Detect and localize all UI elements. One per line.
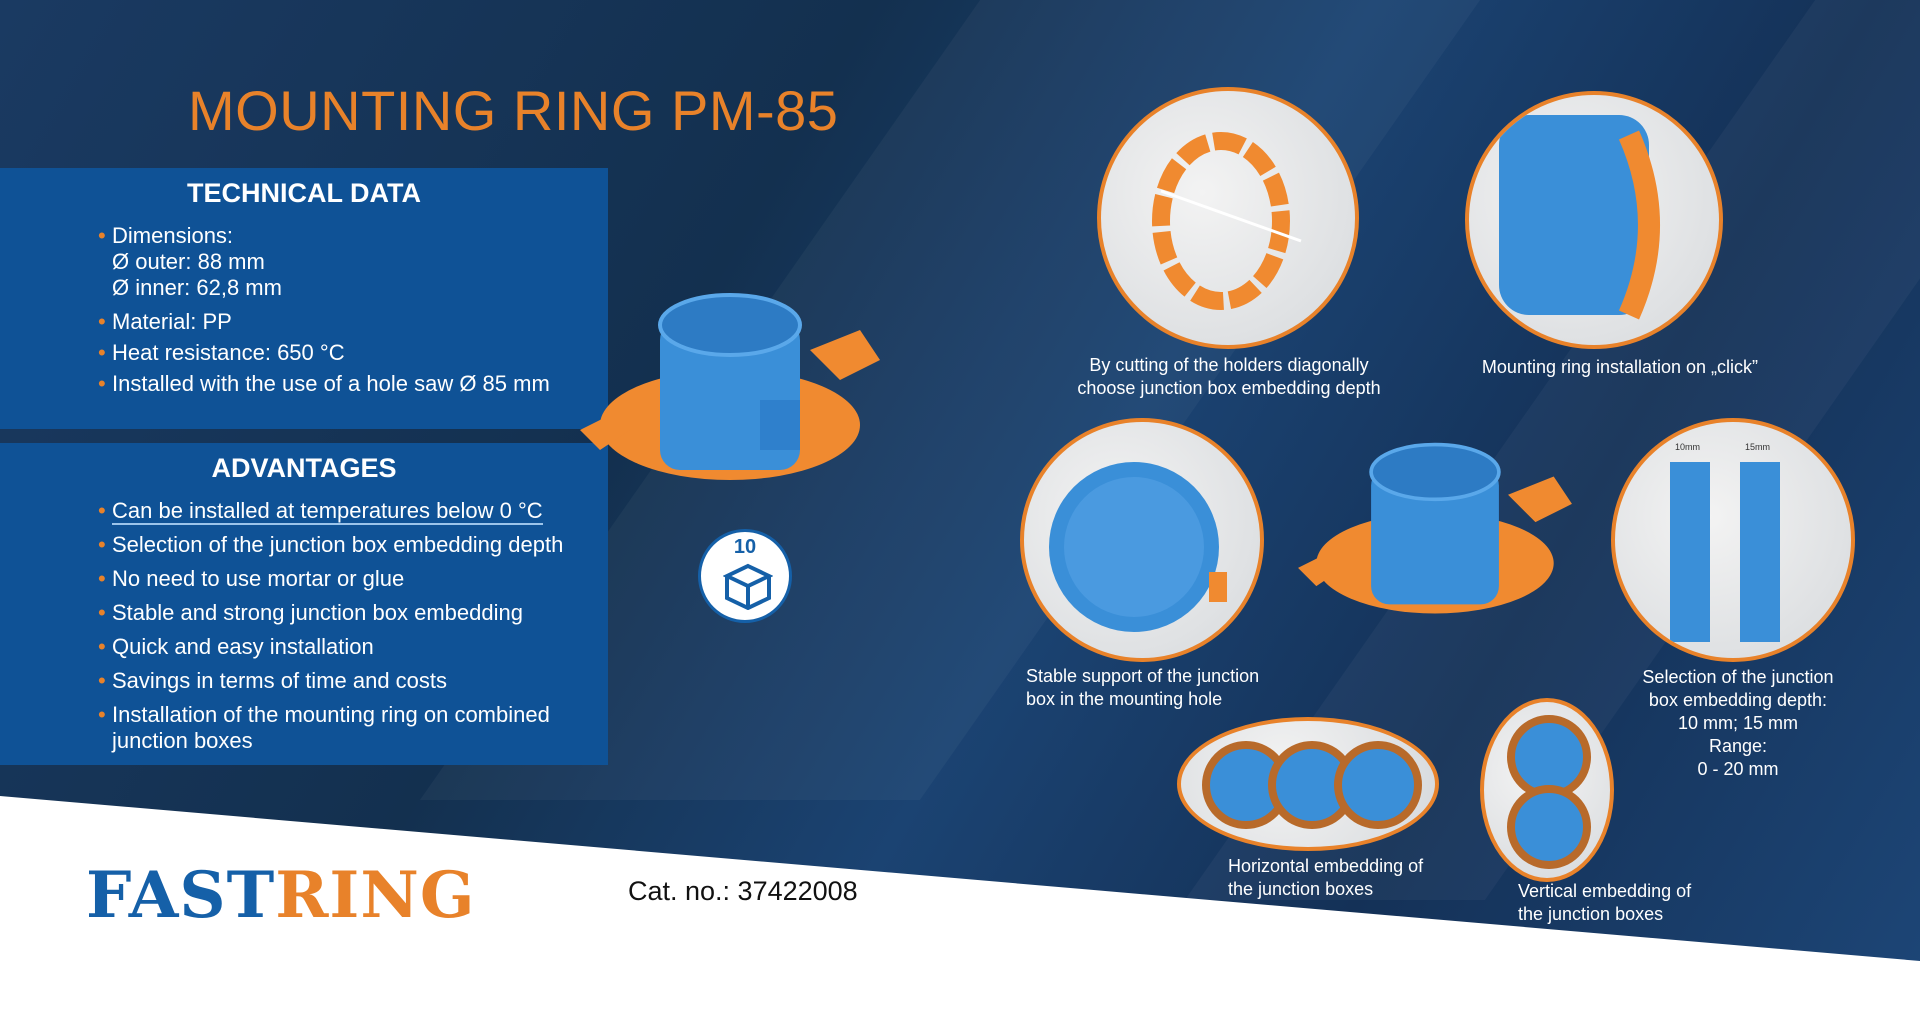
caption-horizontal: Horizontal embedding of the junction box… <box>1228 856 1424 899</box>
technical-heading: TECHNICAL DATA <box>187 178 421 208</box>
caption-vertical: Vertical embedding of the junction boxes <box>1518 881 1692 924</box>
advantage-item: Stable and strong junction box embedding <box>98 600 608 626</box>
advantage-item: Quick and easy installation <box>98 634 608 660</box>
embedding-depth-photo: 10mm 15mm <box>1611 418 1855 662</box>
spec-item: Heat resistance: 650 °C <box>98 340 608 366</box>
caption-cut: By cutting of the holders diagonally cho… <box>1077 355 1381 398</box>
technical-data-panel: TECHNICAL DATA Dimensions:Ø outer: 88 mm… <box>0 168 608 429</box>
catalog-number: Cat. no.: 37422008 <box>628 876 858 906</box>
advantage-item: Can be installed at temperatures below 0… <box>98 498 608 525</box>
mounting-ring-product-image <box>580 293 880 480</box>
caption-click: Mounting ring installation on „click” <box>1481 357 1759 377</box>
vertical-embedding-photo <box>1480 698 1614 882</box>
caption-support: Stable support of the junction box in th… <box>1026 666 1260 709</box>
advantage-item: Selection of the junction box embedding … <box>98 532 608 558</box>
advantage-item: Installation of the mounting ring on com… <box>98 702 578 754</box>
advantage-item: No need to use mortar or glue <box>98 566 608 592</box>
advantages-heading: ADVANTAGES <box>211 453 397 483</box>
advantages-panel: ADVANTAGES Can be installed at temperatu… <box>0 443 608 765</box>
horizontal-embedding-photo <box>1177 717 1439 851</box>
fastring-logo: FASTRING <box>86 858 476 933</box>
dimensions-item: Dimensions:Ø outer: 88 mmØ inner: 62,8 m… <box>98 223 608 301</box>
spec-item: Installed with the use of a hole saw Ø 8… <box>98 371 608 397</box>
cut-holders-photo <box>1097 87 1359 349</box>
package-count: 10 <box>733 536 757 558</box>
box-icon <box>723 563 773 610</box>
depth-label-10mm: 10mm <box>1675 442 1700 452</box>
package-quantity-badge: 10 <box>698 529 792 623</box>
stable-support-photo <box>1020 418 1264 662</box>
depth-label-15mm: 15mm <box>1745 442 1770 452</box>
spec-item: Material: PP <box>98 309 608 335</box>
mounting-ring-product-image-2 <box>1298 442 1572 614</box>
click-installation-photo <box>1465 91 1723 349</box>
advantage-item: Savings in terms of time and costs <box>98 668 608 694</box>
page-title: MOUNTING RING PM-85 <box>188 79 839 142</box>
